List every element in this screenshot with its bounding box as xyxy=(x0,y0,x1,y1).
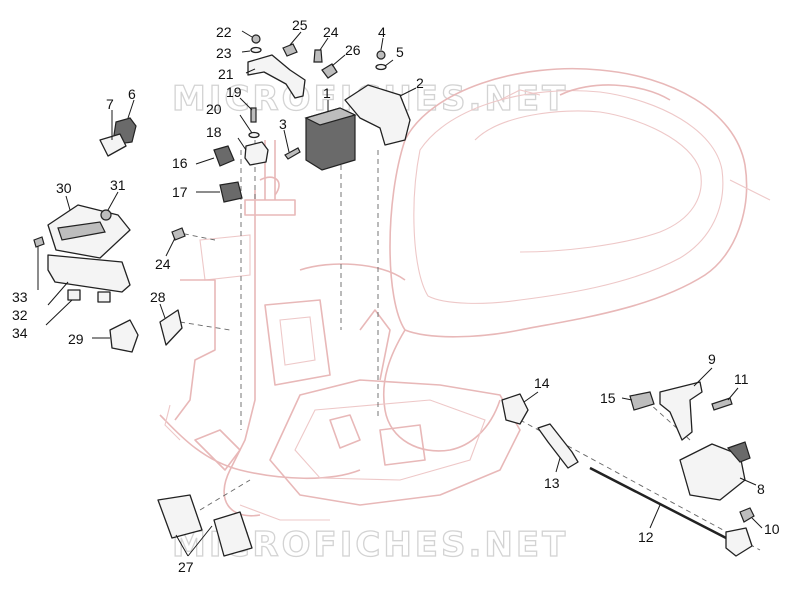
callout-15: 15 xyxy=(600,390,616,406)
bolt-11[interactable] xyxy=(711,397,733,411)
parts xyxy=(33,34,755,557)
screw-24-left[interactable] xyxy=(171,227,186,241)
callout-7: 7 xyxy=(106,96,114,112)
callout-20: 20 xyxy=(206,101,222,117)
screw-19[interactable] xyxy=(250,107,257,123)
callout-9: 9 xyxy=(708,351,716,367)
gasket-27b[interactable] xyxy=(213,511,253,557)
callout-24: 24 xyxy=(323,24,339,40)
callout-3: 3 xyxy=(279,116,287,132)
clip-26[interactable] xyxy=(321,63,338,79)
callout-24-left: 24 xyxy=(155,256,171,272)
bracket-32[interactable] xyxy=(47,254,131,293)
pad-34a[interactable] xyxy=(67,289,81,301)
holder-29[interactable] xyxy=(109,319,139,353)
callout-33: 33 xyxy=(12,289,28,305)
washer-23[interactable] xyxy=(250,46,262,54)
callout-labels: 22 25 24 4 23 26 5 21 2 1 6 19 7 20 3 18… xyxy=(12,17,780,575)
callout-5: 5 xyxy=(396,44,404,60)
screw-3[interactable] xyxy=(284,147,301,160)
callout-30: 30 xyxy=(56,180,72,196)
callout-1: 1 xyxy=(323,85,331,101)
callout-11: 11 xyxy=(734,371,749,387)
screw-22[interactable] xyxy=(251,34,261,44)
callout-18: 18 xyxy=(206,124,222,140)
callout-25: 25 xyxy=(292,17,308,33)
bracket-9[interactable] xyxy=(659,381,703,441)
screw-4[interactable] xyxy=(376,50,386,60)
bracket-21[interactable] xyxy=(247,54,306,99)
scooter-frame-outline xyxy=(159,67,771,521)
callout-14: 14 xyxy=(534,375,550,391)
clamp-18[interactable] xyxy=(244,141,269,166)
bolt-24[interactable] xyxy=(313,49,323,63)
callout-26: 26 xyxy=(345,42,361,58)
callout-8: 8 xyxy=(757,481,765,497)
callout-29: 29 xyxy=(68,331,84,347)
callout-28: 28 xyxy=(150,289,166,305)
clip-25[interactable] xyxy=(282,43,298,57)
assembly-guide-lines xyxy=(174,120,761,551)
callout-2: 2 xyxy=(416,75,424,91)
nut-31[interactable] xyxy=(100,209,112,221)
callout-22: 22 xyxy=(216,24,232,40)
screw-33[interactable] xyxy=(33,236,45,248)
callout-21: 21 xyxy=(218,66,234,82)
screw-10[interactable] xyxy=(739,507,755,523)
washer-20[interactable] xyxy=(248,131,260,139)
screw-15[interactable] xyxy=(629,391,655,411)
callout-6: 6 xyxy=(128,86,136,102)
leader-lines xyxy=(37,30,763,557)
callout-12: 12 xyxy=(638,529,654,545)
callout-32: 32 xyxy=(12,307,28,323)
plate-28[interactable] xyxy=(159,309,183,346)
gasket-27a[interactable] xyxy=(157,494,203,539)
callout-27: 27 xyxy=(178,559,194,575)
callout-10: 10 xyxy=(764,521,780,537)
callout-4: 4 xyxy=(378,24,386,40)
callout-23: 23 xyxy=(216,45,232,61)
bushing-14[interactable] xyxy=(501,393,529,425)
joint-13[interactable] xyxy=(537,423,579,469)
cable-12[interactable] xyxy=(589,466,731,542)
cap-17[interactable] xyxy=(219,181,243,203)
callout-34: 34 xyxy=(12,325,28,341)
callout-31: 31 xyxy=(110,177,126,193)
callout-13: 13 xyxy=(544,475,560,491)
pad-34b[interactable] xyxy=(97,291,111,303)
callout-16: 16 xyxy=(172,155,188,171)
washer-5[interactable] xyxy=(375,63,387,71)
socket-16[interactable] xyxy=(213,145,235,167)
connector-7[interactable] xyxy=(99,133,127,157)
bracket-2[interactable] xyxy=(344,84,411,146)
callout-19: 19 xyxy=(226,84,242,100)
callout-17: 17 xyxy=(172,184,188,200)
